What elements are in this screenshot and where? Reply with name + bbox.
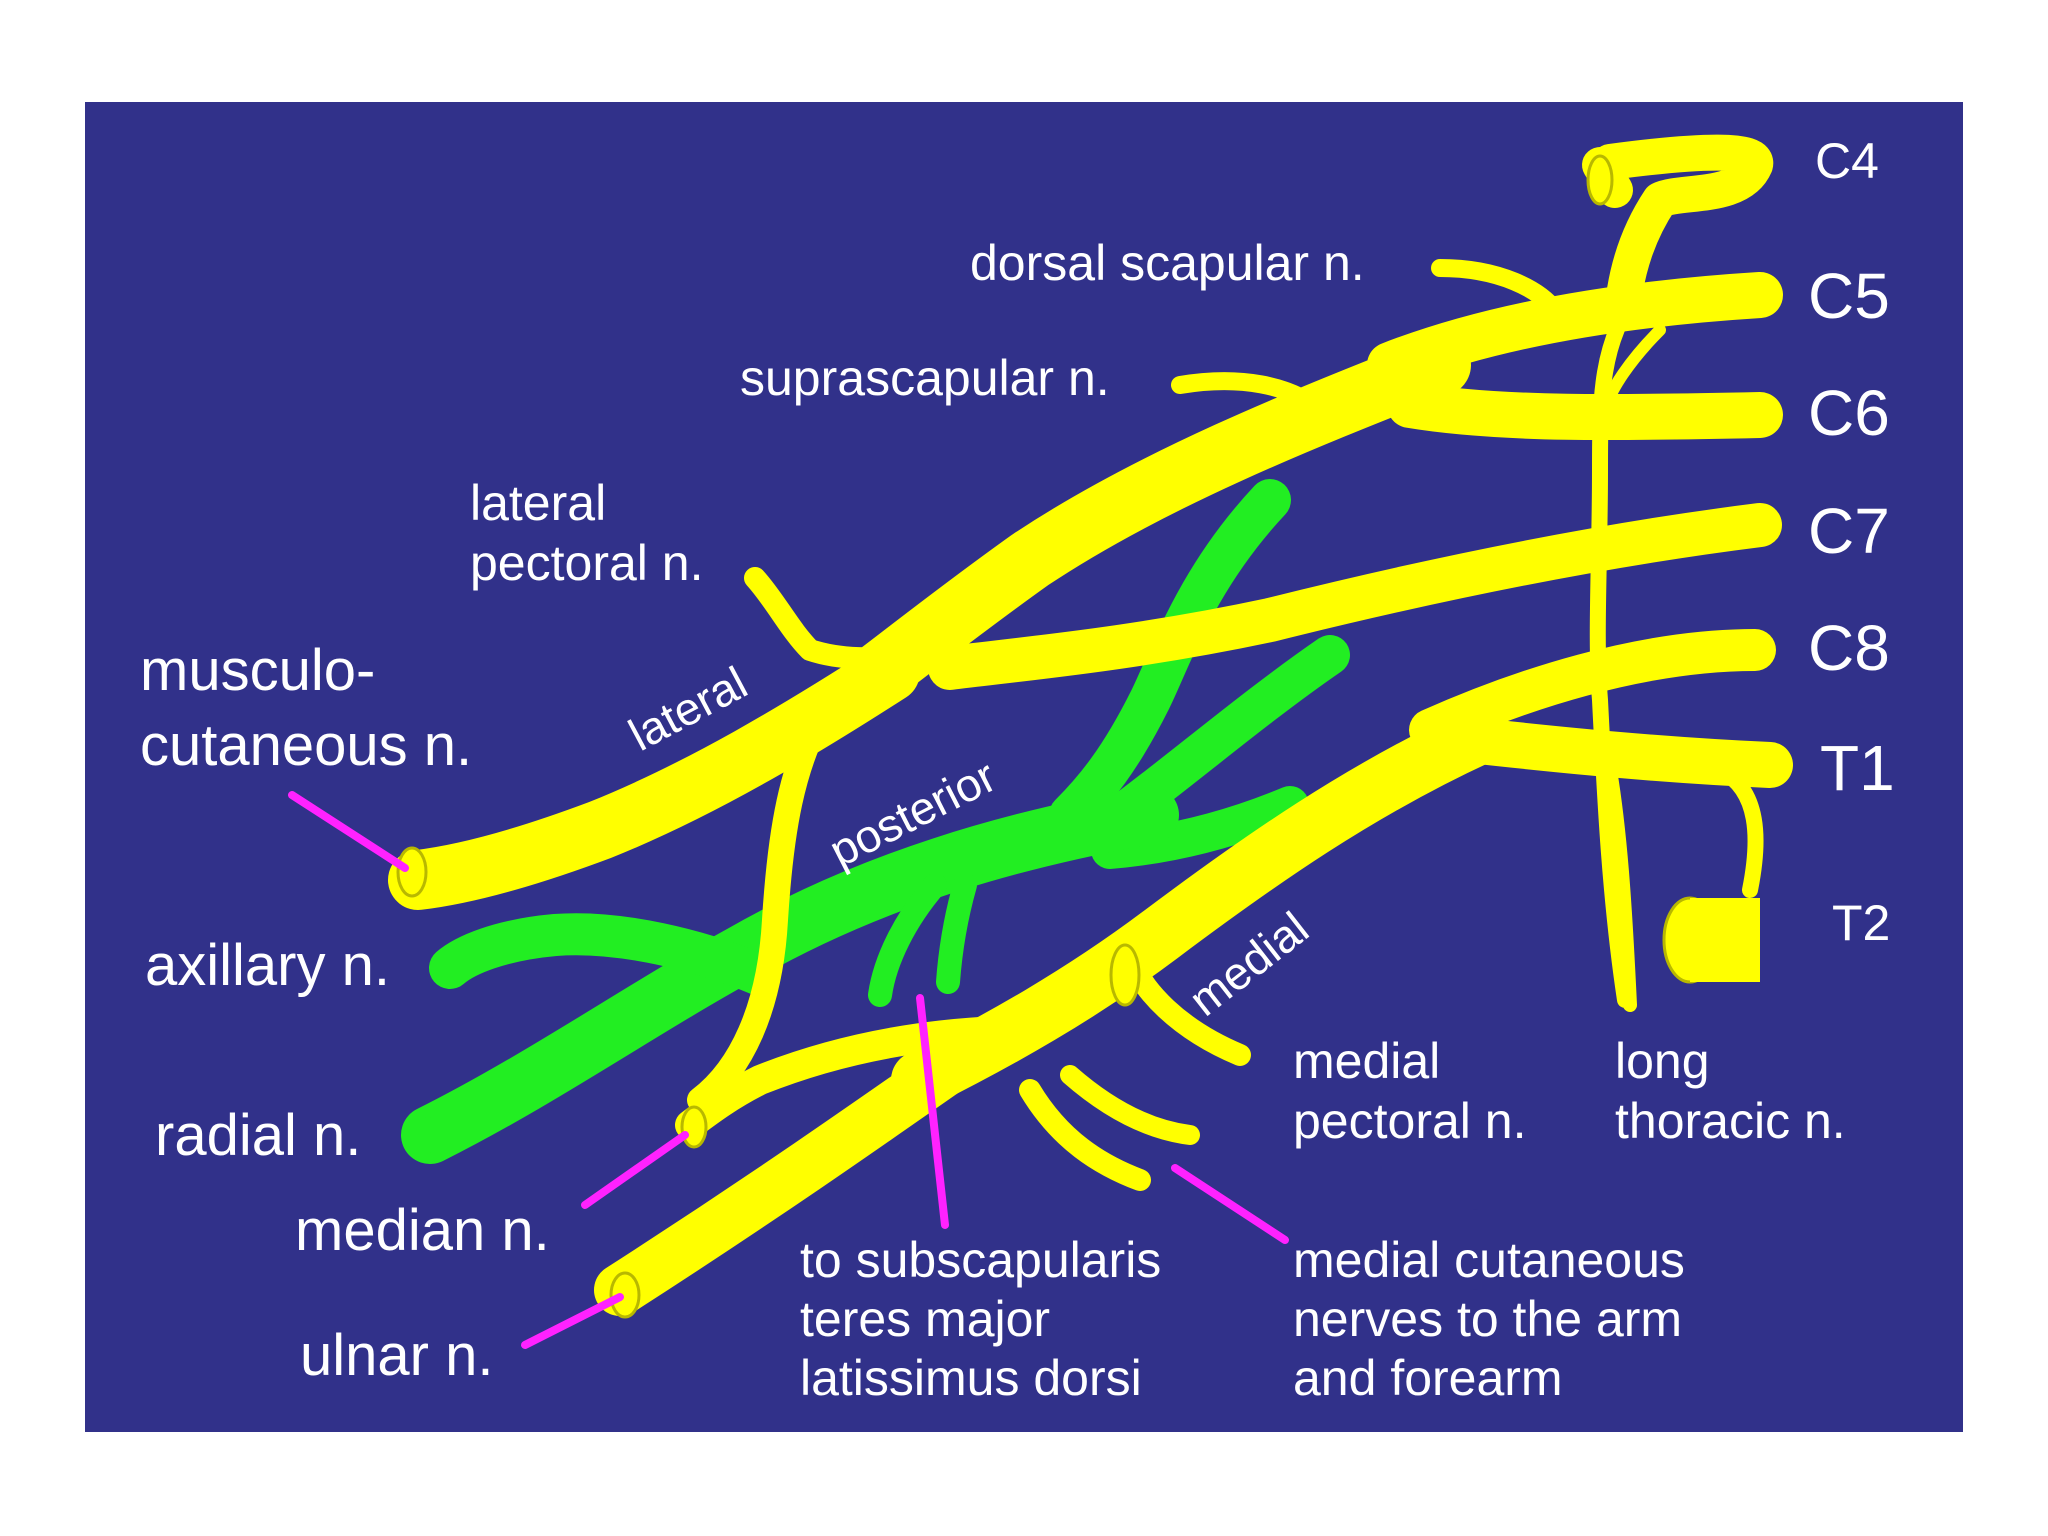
long-thoracic-lower: [1603, 763, 1637, 1012]
pointer-ulnar: [521, 1293, 624, 1349]
lateral-to-median-root: [687, 687, 843, 1113]
axillary-nerve-end: [440, 954, 456, 982]
musculocutaneous-end: [396, 846, 428, 898]
label-musculocutaneous-2: cutaneous n.: [140, 713, 472, 778]
label-median: median n.: [295, 1198, 550, 1263]
label-medial-cutaneous-1: medial cutaneous: [1293, 1232, 1685, 1288]
label-long-thoracic-1: long: [1615, 1033, 1710, 1089]
pointer-musculocutaneous: [288, 791, 409, 872]
label-medial-cutaneous-2: nerves to the arm: [1293, 1291, 1682, 1347]
label-musculocutaneous-1: musculo-: [140, 638, 375, 703]
label-ulnar: ulnar n.: [300, 1323, 493, 1388]
label-axillary: axillary n.: [145, 933, 390, 998]
ulnar-end: [609, 1271, 641, 1319]
medial-to-median-root: [675, 1015, 1055, 1140]
medial-cutaneous-2: [1060, 1065, 1200, 1145]
long-thoracic-nerve: [1589, 282, 1648, 1008]
pointer-lines: [288, 791, 1289, 1349]
label-medial-pectoral-2: pectoral n.: [1293, 1093, 1526, 1149]
medial-cord-cut-top: [1109, 943, 1141, 1007]
axillary-nerve-shape: [429, 913, 781, 996]
t1-root: [1447, 717, 1793, 788]
nerves-group: [388, 134, 1793, 1316]
root-label-c7: C7: [1808, 495, 1890, 567]
pointer-subscapular: [916, 994, 949, 1229]
label-lateral-pectoral-1: lateral: [470, 475, 606, 531]
c4-end: [1586, 154, 1614, 206]
c6-root: [1387, 382, 1783, 441]
label-subscapular-1: to subscapularis: [800, 1232, 1161, 1288]
t2-segment: [1690, 898, 1760, 982]
label-medial-cutaneous-3: and forearm: [1293, 1350, 1563, 1406]
medial-cord-ulnar: [594, 1034, 986, 1316]
label-radial: radial n.: [155, 1103, 361, 1168]
nerve-endcaps: [396, 154, 1760, 1319]
subscapular-branch-1: [868, 873, 947, 1007]
medial-cutaneous-1: [1019, 1079, 1151, 1191]
radial-nerve-end: [418, 1117, 438, 1153]
root-label-c4: C4: [1815, 133, 1879, 189]
posterior-division-c5c6: [1049, 479, 1291, 836]
lateral-pectoral-nerve: [744, 567, 911, 670]
label-medial-pectoral-1: medial: [1293, 1033, 1440, 1089]
root-label-t1: T1: [1820, 732, 1895, 804]
suprascapular-nerve: [1171, 372, 1329, 419]
pointer-median: [581, 1131, 689, 1209]
root-label-c8: C8: [1808, 612, 1890, 684]
label-suprascapular: suprascapular n.: [740, 350, 1110, 406]
dorsal-scapular-nerve: [1431, 259, 1564, 319]
label-subscapular-2: teres major: [800, 1291, 1050, 1347]
pointer-medial-cutaneous: [1171, 1164, 1289, 1244]
label-long-thoracic-2: thoracic n.: [1615, 1093, 1846, 1149]
label-lateral-pectoral-2: pectoral n.: [470, 535, 703, 591]
root-label-t2: T2: [1832, 895, 1890, 951]
median-end: [680, 1105, 708, 1149]
c7-root: [928, 503, 1782, 690]
label-subscapular-3: latissimus dorsi: [800, 1350, 1142, 1406]
root-label-c6: C6: [1808, 377, 1890, 449]
c4-root: [1592, 134, 1774, 308]
root-label-c5: C5: [1808, 260, 1890, 332]
label-dorsal-scapular: dorsal scapular n.: [970, 235, 1365, 291]
subscapular-branch-2: [936, 873, 977, 994]
posterior-cord-group: [401, 479, 1350, 1164]
